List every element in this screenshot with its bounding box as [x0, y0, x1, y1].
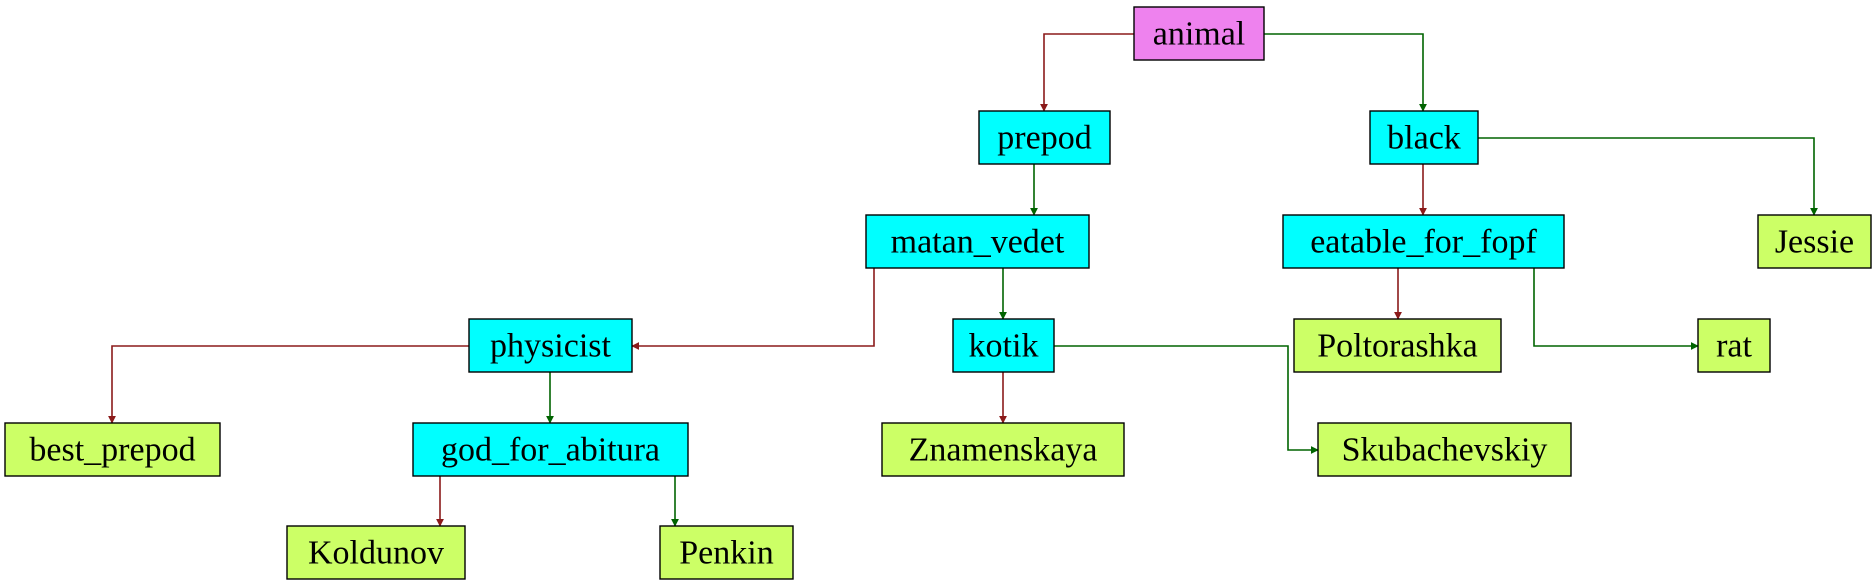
- node-box-black: [1369, 110, 1479, 165]
- node-box-animal: [1133, 6, 1265, 61]
- node-jessie: Jessie: [1757, 214, 1872, 269]
- edge-eatable_for_fopf-to-rat: [1533, 268, 1699, 350]
- edge-animal-to-prepod: [1040, 33, 1134, 112]
- node-label-animal: animal: [1153, 16, 1246, 53]
- node-poltorashka: Poltorashka: [1293, 318, 1502, 373]
- node-matan_vedet: matan_vedet: [865, 214, 1090, 269]
- node-box-prepod: [978, 110, 1111, 165]
- node-label-znamenskaya: Znamenskaya: [909, 432, 1098, 469]
- node-rat: rat: [1697, 318, 1771, 373]
- edge-black-to-jessie: [1478, 137, 1818, 216]
- node-label-black: black: [1387, 120, 1461, 157]
- node-label-poltorashka: Poltorashka: [1317, 328, 1478, 365]
- node-label-eatable_for_fopf: eatable_for_fopf: [1310, 224, 1537, 261]
- node-physicist: physicist: [468, 318, 633, 373]
- node-box-physicist: [468, 318, 633, 373]
- node-label-prepod: prepod: [997, 120, 1091, 157]
- node-animal: animal: [1133, 6, 1265, 61]
- node-box-god_for_abitura: [412, 422, 689, 477]
- node-label-matan_vedet: matan_vedet: [891, 224, 1065, 261]
- node-box-rat: [1697, 318, 1771, 373]
- node-label-jessie: Jessie: [1775, 224, 1854, 261]
- edge-animal-to-black: [1264, 33, 1427, 112]
- node-label-physicist: physicist: [490, 328, 611, 365]
- node-god_for_abitura: god_for_abitura: [412, 422, 689, 477]
- node-label-skubachevskiy: Skubachevskiy: [1342, 432, 1548, 469]
- node-znamenskaya: Znamenskaya: [881, 422, 1125, 477]
- node-box-matan_vedet: [865, 214, 1090, 269]
- node-box-koldunov: [286, 525, 466, 580]
- nodes-layer: animal prepod black matan_vedet eatable_for_…: [4, 6, 1872, 580]
- node-box-znamenskaya: [881, 422, 1125, 477]
- edges-layer: [108, 33, 1818, 527]
- node-box-poltorashka: [1293, 318, 1502, 373]
- node-label-god_for_abitura: god_for_abitura: [441, 432, 660, 469]
- node-label-penkin: Penkin: [679, 535, 773, 572]
- node-black: black: [1369, 110, 1479, 165]
- edge-matan_vedet-to-physicist: [631, 268, 875, 350]
- node-label-kotik: kotik: [969, 328, 1039, 365]
- node-best_prepod: best_prepod: [4, 422, 221, 477]
- node-koldunov: Koldunov: [286, 525, 466, 580]
- edge-kotik-to-skubachevskiy: [1054, 345, 1319, 454]
- node-prepod: prepod: [978, 110, 1111, 165]
- node-penkin: Penkin: [659, 525, 794, 580]
- node-skubachevskiy: Skubachevskiy: [1317, 422, 1572, 477]
- node-box-penkin: [659, 525, 794, 580]
- node-box-kotik: [952, 318, 1055, 373]
- node-box-skubachevskiy: [1317, 422, 1572, 477]
- edge-physicist-to-best_prepod: [108, 345, 469, 424]
- node-label-best_prepod: best_prepod: [29, 432, 195, 469]
- node-label-koldunov: Koldunov: [308, 535, 444, 572]
- node-eatable_for_fopf: eatable_for_fopf: [1282, 214, 1565, 269]
- node-box-eatable_for_fopf: [1282, 214, 1565, 269]
- node-box-jessie: [1757, 214, 1872, 269]
- node-box-best_prepod: [4, 422, 221, 477]
- node-kotik: kotik: [952, 318, 1055, 373]
- node-label-rat: rat: [1716, 328, 1752, 365]
